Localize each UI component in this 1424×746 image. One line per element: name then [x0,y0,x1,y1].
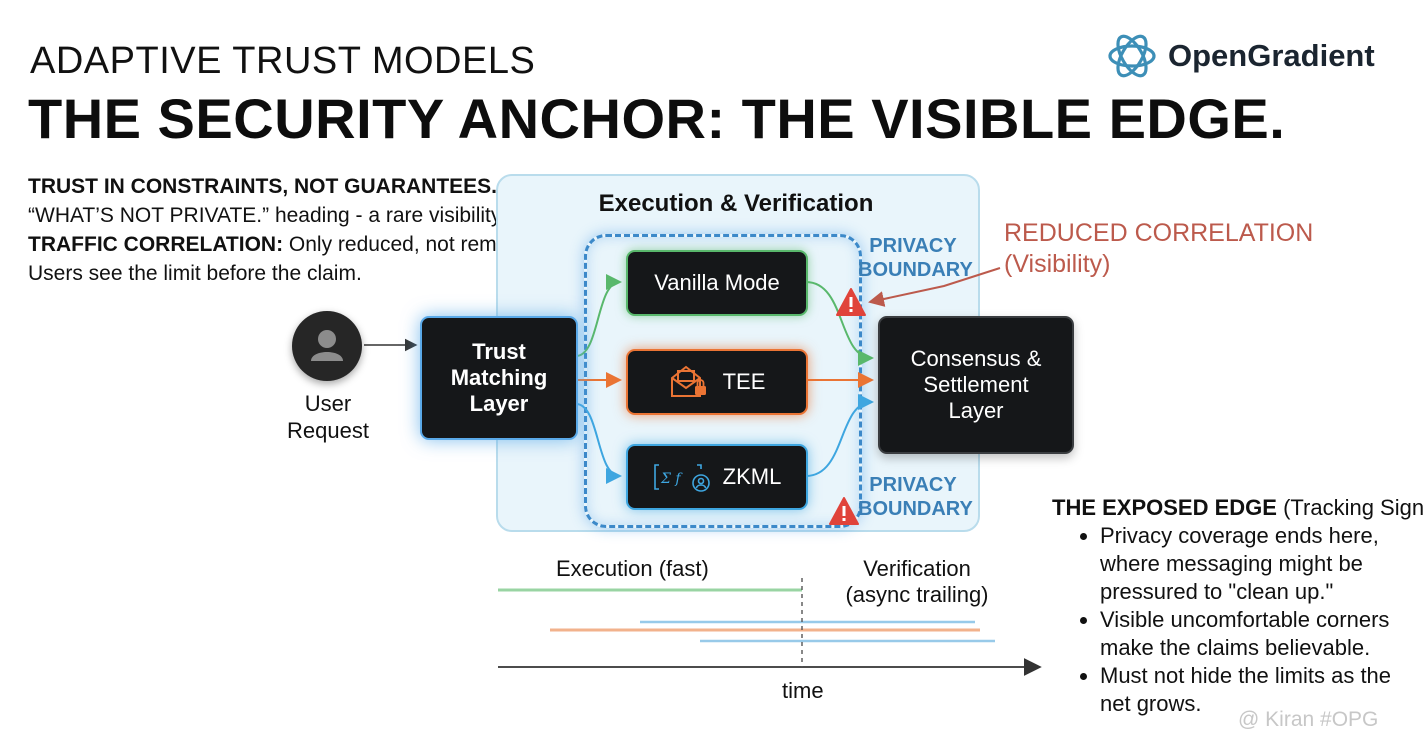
consensus-label: Consensus & Settlement Layer [910,346,1042,423]
zkml-node: Σ f ZKML [626,444,808,510]
exposed-edge-list: Privacy coverage ends here, where messag… [1052,522,1424,718]
proof-formula-icon: Σ f [653,464,710,492]
intro-text: TRUST IN CONSTRAINTS, NOT GUARANTEES. “W… [28,172,548,288]
exposed-edge-heading-bold: THE EXPOSED EDGE [1052,495,1277,520]
vanilla-mode-node: Vanilla Mode [626,250,808,316]
exposed-edge-heading: THE EXPOSED EDGE (Tracking Signal): [1052,494,1424,522]
trust-to-zkml-arrow [575,403,622,484]
reduced-correlation-annotation: REDUCED CORRELATION (Visibility) [1004,219,1314,278]
privacy-boundary-label-bottom: PRIVACY BOUNDARY [858,474,973,520]
exposed-edge-notes: THE EXPOSED EDGE (Tracking Signal): Priv… [1052,494,1424,718]
trust-matching-layer: Trust Matching Layer [420,316,578,440]
panel-title: Execution & Verification [598,190,874,217]
intro-line-3: TRAFFIC CORRELATION: Only reduced, not r… [28,230,548,259]
intro-line-2: “WHAT’S NOT PRIVATE.” heading - a rare v… [28,204,506,227]
intro-line-4: Users see the limit before the claim. [28,262,362,285]
sealed-envelope-lock-icon [670,365,706,397]
time-axis-label: time [782,678,824,703]
user-avatar-icon [292,311,362,381]
list-item: Privacy coverage ends here, where messag… [1100,522,1424,606]
privacy-boundary-label-top: PRIVACY BOUNDARY [858,235,973,281]
tee-label: TEE [722,369,766,394]
page-title: THE SECURITY ANCHOR: THE VISIBLE EDGE. [28,87,1286,150]
list-item: Visible uncomfortable corners make the c… [1100,606,1424,662]
consensus-settlement-layer: Consensus & Settlement Layer [878,316,1074,454]
opengradient-logo-icon [1108,34,1156,78]
verification-timeline-label: Verification (async trailing) [845,556,989,607]
vanilla-to-consensus-arrow [805,281,874,366]
intro-line-3-rest: Only reduced, not removed. [283,233,549,256]
execution-timeline-label: Execution (fast) [556,556,709,581]
trust-matching-label: Trust Matching Layer [450,339,548,416]
warning-icon [836,288,866,316]
intro-line-3-bold: TRAFFIC CORRELATION: [28,233,284,256]
list-item: Must not hide the limits as the net grow… [1100,662,1424,718]
zkml-to-consensus-arrow [805,394,874,477]
logo: OpenGradient [1104,28,1375,84]
trust-to-vanilla-arrow [575,274,622,357]
reduced-correlation-pointer [868,267,1001,307]
user-request-label: User Request [287,391,369,443]
kicker: ADAPTIVE TRUST MODELS [30,40,536,82]
exposed-edge-heading-rest: (Tracking Signal): [1283,495,1424,520]
warning-icon [829,497,859,525]
watermark: @ Kiran #OPG [1238,708,1379,731]
logo-text: OpenGradient [1168,38,1375,73]
zkml-label: ZKML [722,464,782,489]
vanilla-mode-label: Vanilla Mode [654,270,780,295]
intro-line-1: TRUST IN CONSTRAINTS, NOT GUARANTEES. [28,175,498,198]
tee-node: TEE [626,349,808,415]
svg-text:Σ f: Σ f [660,471,683,487]
